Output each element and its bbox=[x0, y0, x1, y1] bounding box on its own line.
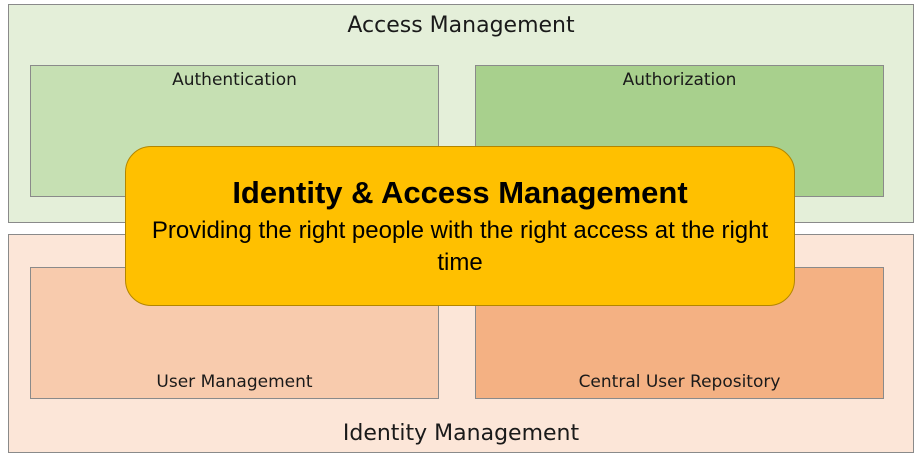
central-user-repository-label: Central User Repository bbox=[578, 372, 781, 392]
iam-subtitle: Providing the right people with the righ… bbox=[151, 217, 769, 276]
iam-center-box: Identity & Access Management Providing t… bbox=[125, 146, 795, 306]
identity-management-label: Identity Management bbox=[342, 421, 580, 446]
authentication-label: Authentication bbox=[172, 70, 297, 90]
authorization-label: Authorization bbox=[622, 70, 737, 90]
iam-title: Identity & Access Management bbox=[232, 175, 688, 210]
access-management-label: Access Management bbox=[347, 13, 575, 38]
user-management-label: User Management bbox=[156, 372, 313, 392]
